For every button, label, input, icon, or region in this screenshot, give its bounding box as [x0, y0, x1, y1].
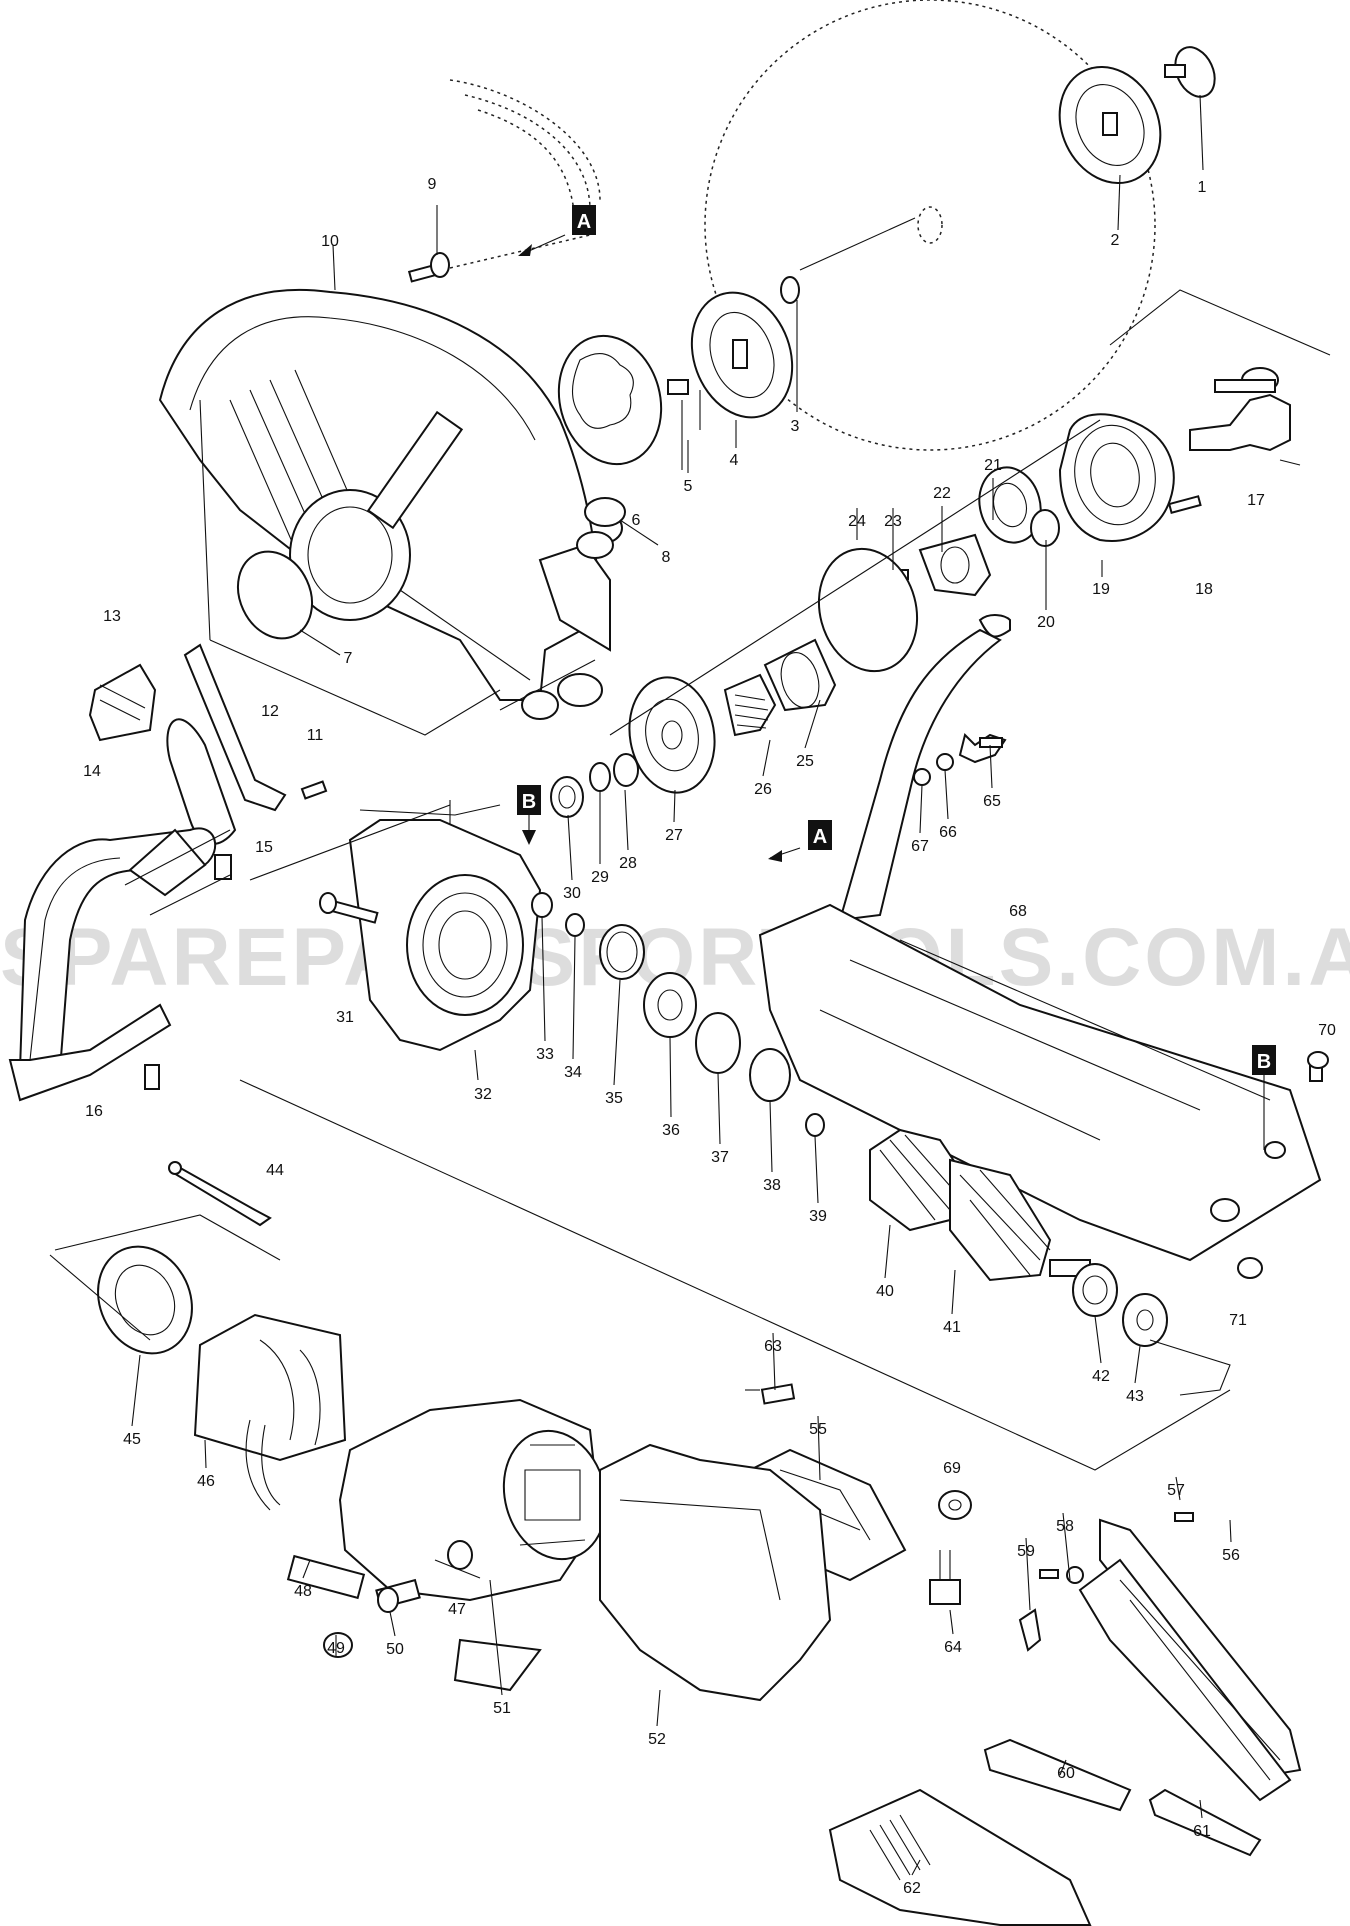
svg-text:B: B: [1257, 1051, 1271, 1073]
part-number: 19: [1092, 581, 1110, 598]
spindle-group: [550, 289, 1331, 818]
part-number: 70: [1318, 1022, 1336, 1039]
ref-marker-a-top: A: [518, 205, 596, 256]
part-number: 66: [939, 824, 957, 841]
svg-text:A: A: [813, 826, 827, 848]
part-number: 21: [984, 457, 1002, 474]
part-number: 46: [197, 1473, 215, 1490]
part-number: 68: [1009, 903, 1027, 920]
part-number: 36: [662, 1122, 680, 1139]
part-number: 62: [903, 1880, 921, 1897]
part-number: 34: [564, 1064, 582, 1081]
part-number: 61: [1193, 1823, 1211, 1840]
part-number: 50: [386, 1641, 404, 1658]
svg-text:A: A: [577, 211, 591, 233]
part-number: 47: [448, 1601, 466, 1618]
part-number: 39: [809, 1208, 827, 1225]
part-number: 52: [648, 1731, 666, 1748]
part-number: 3: [791, 418, 800, 435]
part-number: 71: [1229, 1312, 1247, 1329]
part-number: 7: [344, 650, 353, 667]
part-number: 17: [1247, 492, 1265, 509]
part-number: 48: [294, 1583, 312, 1600]
saw-blade: [449, 0, 1156, 451]
part-number: 9: [428, 176, 437, 193]
bolt-9: [407, 205, 591, 283]
part-number: 25: [796, 753, 814, 770]
gear-housing: [249, 800, 542, 1081]
part-number: 42: [1092, 1368, 1110, 1385]
part-number: 13: [103, 608, 121, 625]
outer-flange-group: [1058, 46, 1216, 231]
part-number: 1: [1198, 179, 1207, 196]
ref-marker-b-left: B: [517, 785, 541, 845]
part-number: 18: [1195, 581, 1213, 598]
part-number: 26: [754, 781, 772, 798]
part-number: 60: [1057, 1765, 1075, 1782]
part-number: 59: [1017, 1543, 1035, 1560]
part-number: 11: [307, 727, 324, 744]
part-number: 14: [83, 763, 101, 780]
part-number: 38: [763, 1177, 781, 1194]
part-number: 31: [336, 1009, 354, 1026]
part-number: 44: [266, 1162, 284, 1179]
part-number: 64: [944, 1639, 962, 1656]
part-number: 65: [983, 793, 1001, 810]
part-number-labels: 1 2 3 4 5 6 7 8 9 10 11 12 13 14 15 16 1…: [83, 176, 1336, 1897]
part-number: 57: [1167, 1482, 1185, 1499]
part-number: 6: [632, 512, 641, 529]
part-number: 15: [255, 839, 273, 856]
part-number: 28: [619, 855, 637, 872]
part-number: 51: [493, 1700, 511, 1717]
part-number: 2: [1111, 232, 1120, 249]
part-number: 22: [933, 485, 951, 502]
part-number: 5: [684, 478, 693, 495]
leader-lines: [131, 300, 1232, 1876]
part-number: 69: [943, 1460, 961, 1477]
part-number: 27: [665, 827, 683, 844]
part-number: 32: [474, 1086, 492, 1103]
part-number: 35: [605, 1090, 623, 1107]
part-number: 45: [123, 1431, 141, 1448]
switch-group: [599, 1383, 1302, 1926]
part-number: 30: [563, 885, 581, 902]
part-number: 43: [1126, 1388, 1144, 1405]
ref-marker-a-right: A: [768, 820, 832, 862]
part-number: 67: [911, 838, 929, 855]
part-number: 37: [711, 1149, 729, 1166]
part-number: 16: [85, 1103, 103, 1120]
base-and-arm: [758, 614, 1329, 1279]
ref-marker-b-right: B: [1252, 1045, 1276, 1150]
part-number: 10: [321, 233, 339, 250]
part-number: 41: [943, 1319, 961, 1336]
part-number: 58: [1056, 1518, 1074, 1535]
part-number: 4: [730, 452, 739, 469]
plug-8: [584, 497, 626, 527]
part-number: 40: [876, 1283, 894, 1300]
part-number: 33: [536, 1046, 554, 1063]
blade-guard: [158, 244, 614, 720]
svg-text:B: B: [522, 791, 536, 813]
part-number: 20: [1037, 614, 1055, 631]
side-handle-group: [8, 643, 328, 1102]
field-group: [49, 1161, 608, 1692]
part-number: 56: [1222, 1547, 1240, 1564]
part-number: 29: [591, 869, 609, 886]
o-ring-7: [237, 550, 313, 640]
part-number: 12: [261, 703, 279, 720]
part-number: 8: [662, 549, 671, 566]
